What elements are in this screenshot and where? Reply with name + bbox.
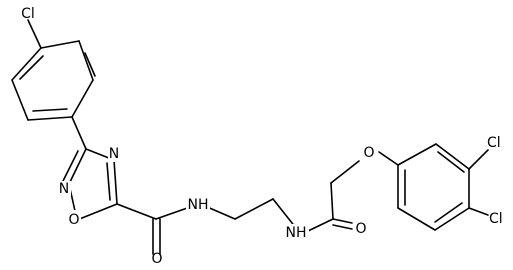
amide-nh-atom-2: NH <box>286 225 307 241</box>
atom-labels: Cl N N O NH O NH O O Cl Cl <box>21 6 503 267</box>
ether-oxygen-atom: O <box>363 145 374 161</box>
bonds <box>11 19 489 255</box>
carbonyl-oxygen-atom-2: O <box>355 221 366 237</box>
nitrogen-atom-ring-bottom: N <box>59 181 69 197</box>
amide-nh-atom-1: NH <box>188 197 209 213</box>
carbonyl-oxygen-atom-1: O <box>151 251 162 267</box>
chlorine-atom-right-top: Cl <box>487 135 501 151</box>
chlorine-atom-top: Cl <box>21 6 35 22</box>
chlorine-atom-right-bottom: Cl <box>489 211 503 227</box>
nitrogen-atom-ring-top: N <box>109 146 119 162</box>
oxygen-atom-ring: O <box>68 212 79 228</box>
